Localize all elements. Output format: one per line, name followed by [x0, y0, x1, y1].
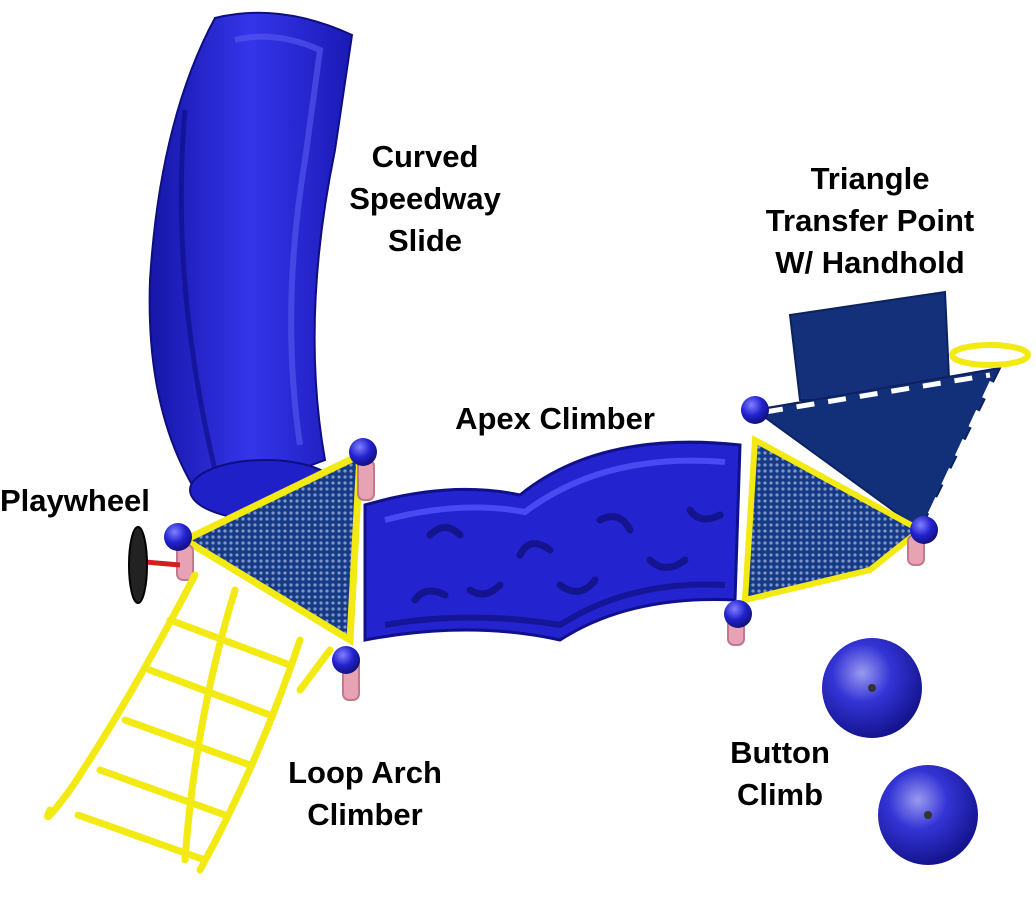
button-climb-pieces: [822, 638, 978, 865]
label-line: Transfer Point: [765, 203, 975, 238]
label-line: W/ Handhold: [775, 245, 965, 280]
label-apex-climber: Apex Climber: [430, 398, 680, 440]
transfer-point: [741, 290, 1031, 604]
label-line: Apex Climber: [455, 401, 655, 436]
loop-arch-climber: [44, 571, 334, 874]
label-line: Curved: [371, 139, 479, 174]
label-line: Triangle: [810, 161, 930, 196]
playwheel: [128, 526, 181, 604]
label-line: Climber: [307, 797, 423, 832]
curved-slide: [148, 11, 354, 521]
label-line: Slide: [387, 223, 463, 258]
label-triangle-transfer-point: Triangle Transfer Point W/ Handhold: [720, 158, 1020, 284]
apex-climber: [363, 440, 742, 642]
label-curved-speedway-slide: Curved Speedway Slide: [325, 136, 525, 262]
label-loop-arch-climber: Loop Arch Climber: [265, 752, 465, 836]
label-line: Loop Arch: [288, 755, 442, 790]
label-line: Button: [730, 735, 830, 770]
post-caps: [164, 396, 938, 674]
label-playwheel: Playwheel: [0, 480, 170, 522]
left-deck: [177, 449, 364, 647]
label-line: Climb: [736, 777, 824, 812]
label-line: Playwheel: [0, 483, 150, 518]
label-button-climb: Button Climb: [700, 732, 860, 816]
label-line: Speedway: [349, 181, 501, 216]
